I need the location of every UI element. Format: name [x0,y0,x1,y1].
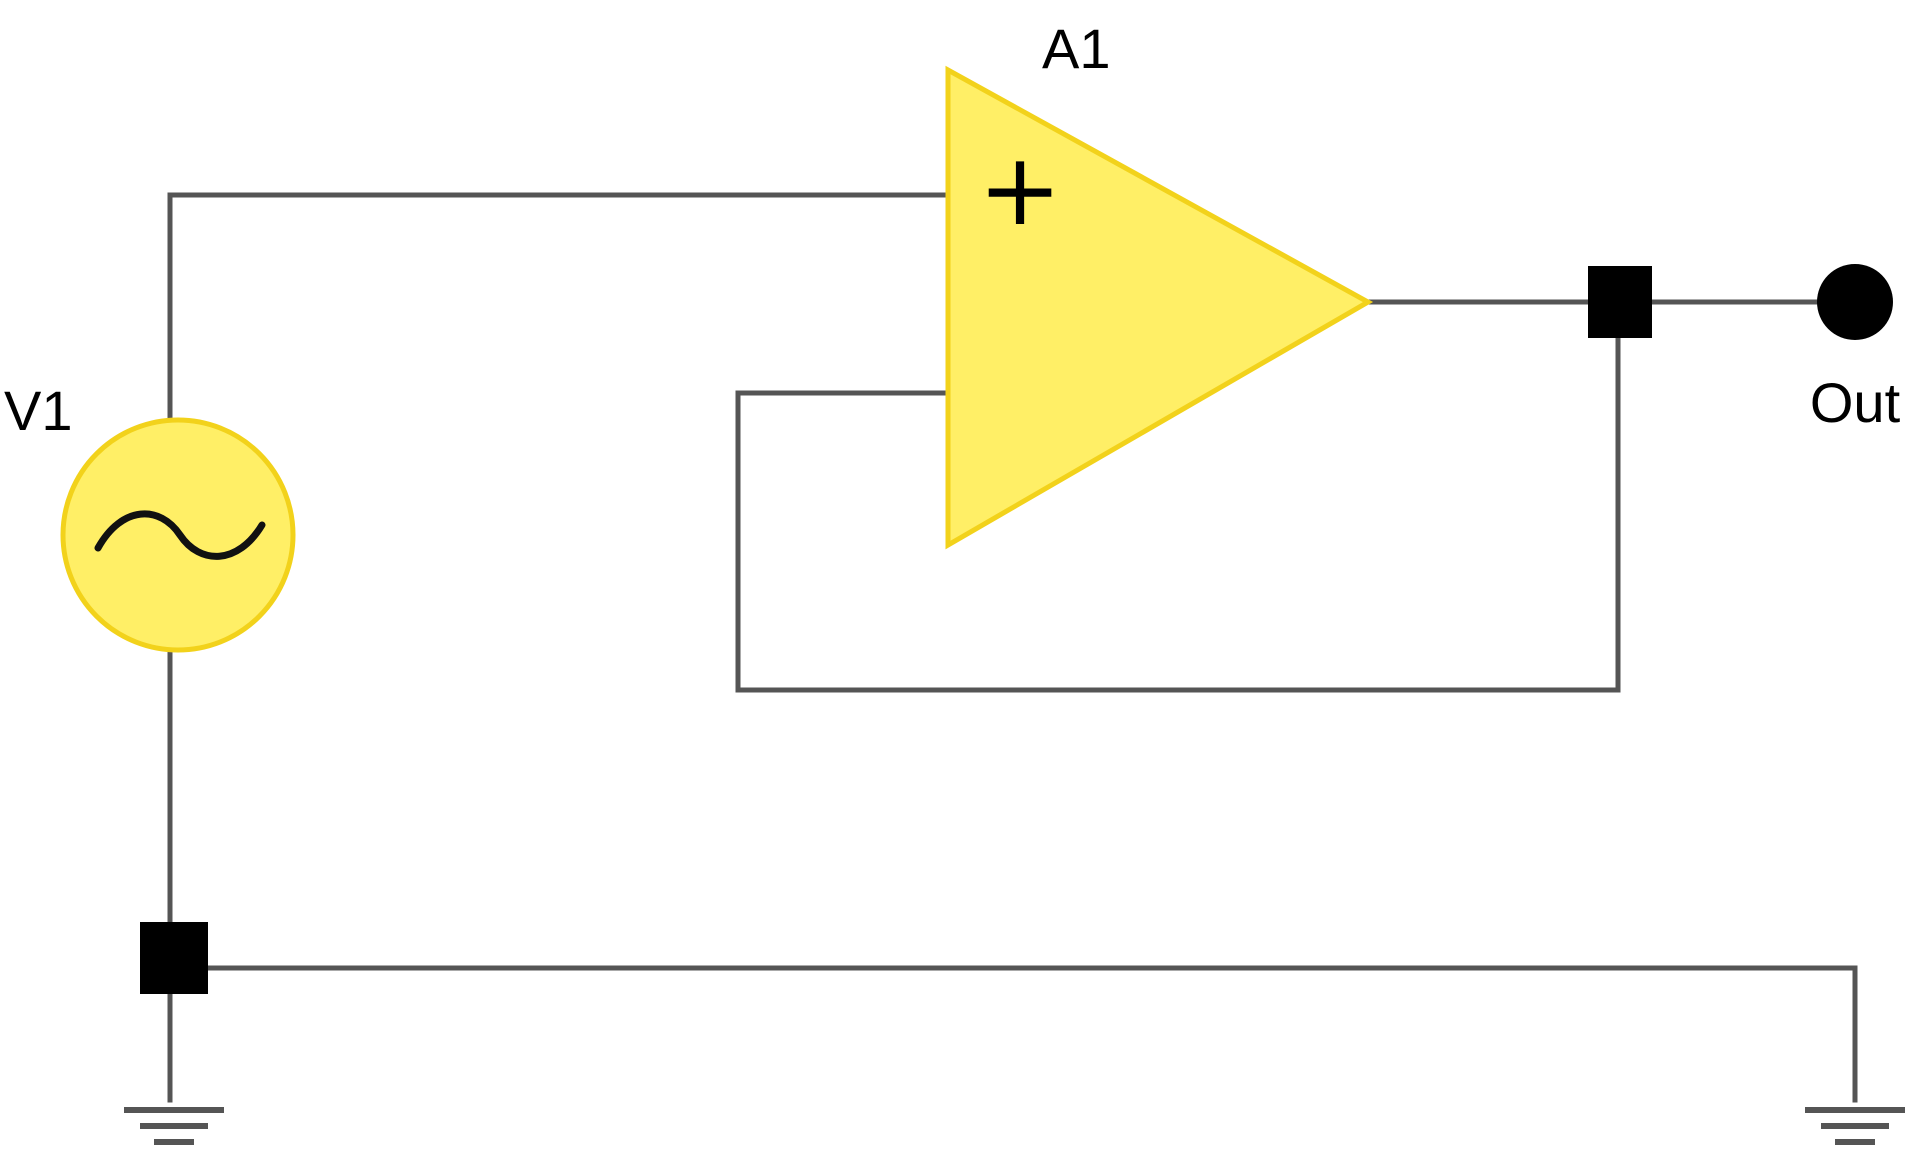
ground-icon [124,1107,224,1145]
output-terminal-icon [1817,264,1893,340]
wire-ground-bus [167,965,1858,1103]
ground-icon [1805,1107,1905,1145]
junction-output-node [1588,266,1652,338]
voltage-source-label: V1 [4,379,73,442]
amplifier-a1[interactable]: A1 + [945,17,1374,550]
wire-source-to-noninverting-input [167,192,951,421]
wire-inverting-input-feedback-left [735,390,1621,693]
voltage-source-v1[interactable]: V1 [4,379,296,653]
junction-ground-node [140,922,208,994]
amplifier-plus-sign: + [978,131,1062,248]
amplifier-label: A1 [1042,17,1111,80]
output-terminal[interactable]: Out [1810,264,1901,434]
amplifier-body [945,65,1374,550]
sine-wave-icon [94,510,266,560]
output-label: Out [1810,371,1901,434]
